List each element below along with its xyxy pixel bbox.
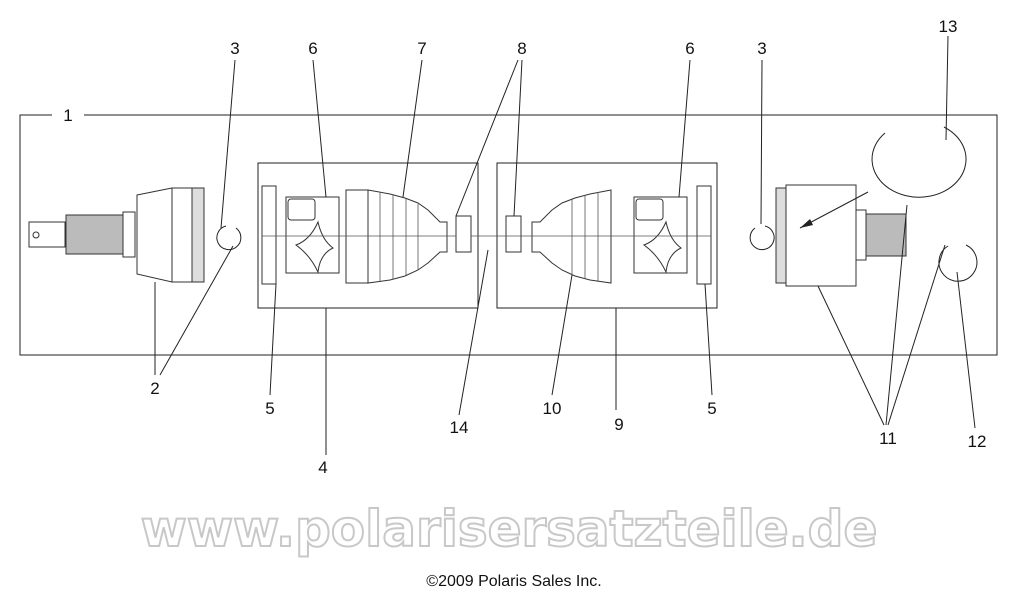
snap-ring-right bbox=[749, 225, 775, 251]
boot-right bbox=[531, 189, 612, 284]
callout-14: 14 bbox=[450, 418, 469, 437]
callout-9: 9 bbox=[614, 415, 623, 434]
callout-3-right: 3 bbox=[757, 39, 766, 58]
small-ring bbox=[938, 244, 978, 282]
callout-11: 11 bbox=[879, 429, 897, 448]
callout-8: 8 bbox=[517, 39, 526, 58]
callout-13: 13 bbox=[939, 17, 958, 36]
callout-3-left: 3 bbox=[230, 39, 239, 58]
callout-10: 10 bbox=[543, 399, 562, 418]
snap-ring-left bbox=[216, 225, 242, 251]
callout-5-right: 5 bbox=[707, 399, 716, 418]
callout-5-left: 5 bbox=[265, 399, 274, 418]
callout-7: 7 bbox=[417, 39, 426, 58]
callout-6-right: 6 bbox=[685, 39, 694, 58]
callout-12: 12 bbox=[968, 432, 987, 451]
boot-kit-box-left bbox=[257, 162, 479, 309]
outer-cv-joint bbox=[28, 187, 205, 283]
large-ring bbox=[871, 126, 967, 198]
copyright: ©2009 Polaris Sales Inc. bbox=[426, 573, 601, 590]
callout-1: 1 bbox=[63, 106, 72, 125]
inner-cv-joint bbox=[775, 184, 907, 287]
assembly-box bbox=[19, 114, 998, 356]
leader-lines bbox=[154, 35, 976, 455]
callout-6-left: 6 bbox=[308, 39, 317, 58]
boot-kit-box-right bbox=[496, 162, 718, 309]
band-clamp-left bbox=[455, 215, 472, 253]
watermark: www.polarisersatzteile.de bbox=[141, 500, 878, 558]
callout-2: 2 bbox=[150, 379, 159, 398]
clamp-left bbox=[261, 185, 277, 285]
clamp-right bbox=[696, 185, 712, 285]
boot-left bbox=[345, 189, 448, 284]
callout-4: 4 bbox=[318, 458, 327, 477]
band-clamp-right bbox=[505, 215, 522, 253]
